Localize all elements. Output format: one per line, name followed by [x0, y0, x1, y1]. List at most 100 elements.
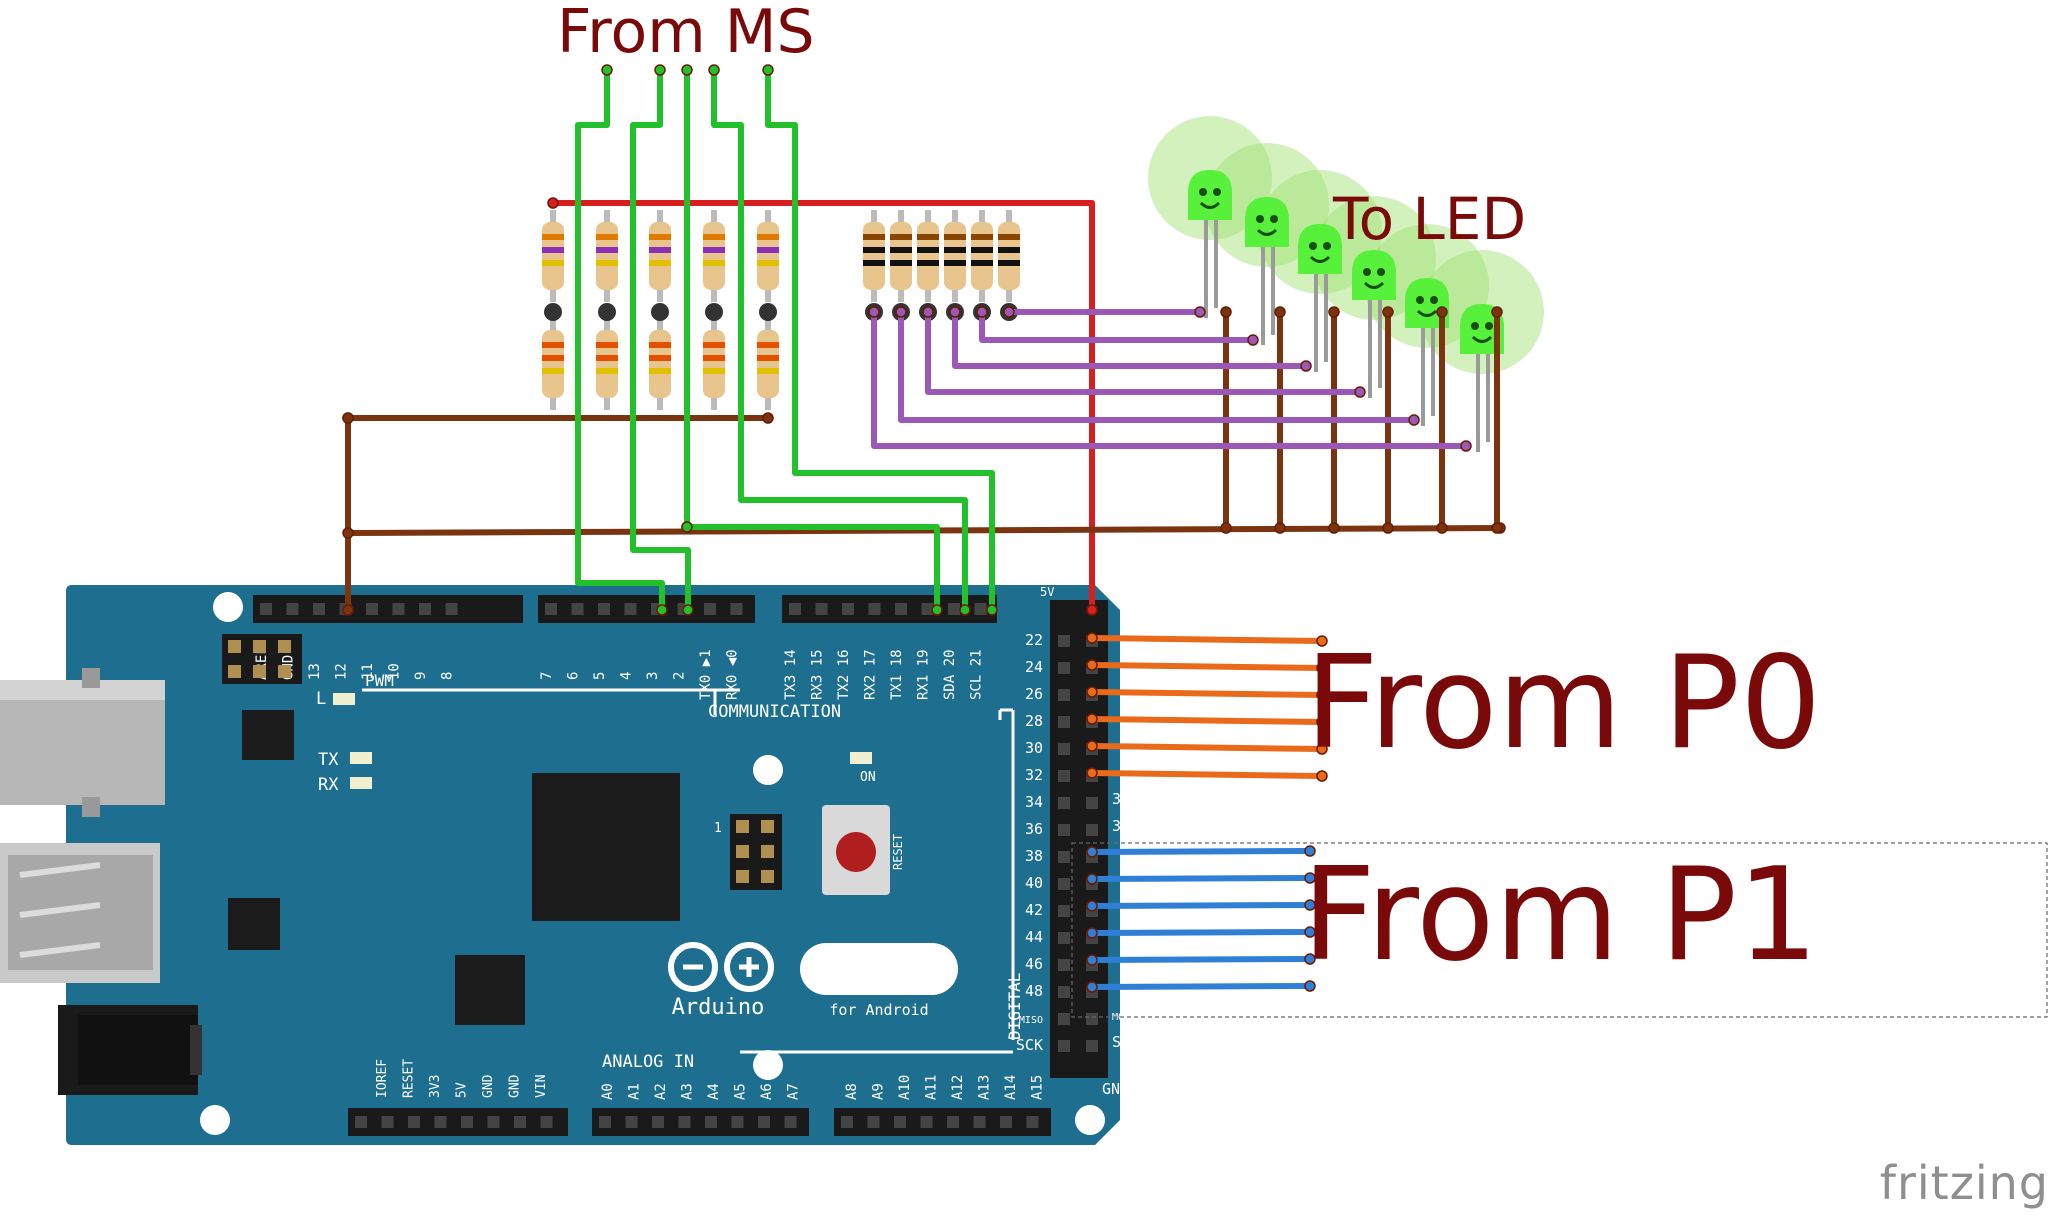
resistor-band — [890, 247, 912, 253]
pin-label: RX1 19 — [916, 649, 932, 700]
wire-end — [1086, 659, 1098, 671]
wire-end — [1382, 522, 1394, 534]
wire-end — [1300, 360, 1312, 372]
junction-node — [651, 303, 669, 321]
wire-end — [949, 306, 961, 318]
wire-end — [1316, 689, 1328, 701]
header-pin — [1026, 1116, 1039, 1128]
wire-end — [1354, 386, 1366, 398]
pin-label: TX2 16 — [836, 649, 852, 700]
resistor-band — [596, 247, 618, 253]
resistor-band — [703, 260, 725, 266]
digital-pin-label: SCK — [1016, 1036, 1043, 1054]
header-pin — [545, 603, 557, 615]
digital-pin-label: 22 — [1025, 631, 1043, 649]
pin-label: SCL 21 — [969, 649, 985, 700]
wire-p1 — [1091, 848, 1311, 855]
resistor-band — [917, 247, 939, 253]
reset-button[interactable] — [822, 805, 890, 895]
resistor-band — [917, 260, 939, 266]
resistor-band — [649, 247, 671, 253]
digital-pin-label: 46 — [1025, 955, 1043, 973]
wire-end — [1194, 306, 1206, 318]
wire-end — [682, 604, 694, 616]
gnd-label: GND — [1102, 1080, 1129, 1098]
wire-end — [1274, 522, 1286, 534]
from-p0-label: From P0 — [1305, 629, 1822, 778]
header-strip — [348, 1108, 568, 1136]
header-pin — [678, 1116, 691, 1128]
pin-label: 10 — [387, 663, 403, 680]
tx-label: TX — [318, 750, 339, 770]
mounting-hole — [200, 1105, 230, 1135]
wire-end — [656, 604, 668, 616]
digital-pin — [1058, 986, 1070, 998]
wire-gnd-bus — [347, 525, 1501, 536]
resistor-band — [649, 260, 671, 266]
led-leg — [1314, 274, 1328, 372]
resistor-band — [542, 342, 564, 348]
wire-ms-4 — [711, 70, 968, 610]
resistor-band — [703, 247, 725, 253]
junction-node — [598, 303, 616, 321]
wire-p1 — [1091, 875, 1311, 882]
pin-label: A14 — [1003, 1075, 1019, 1100]
wire-p0 — [1091, 689, 1323, 698]
rect — [649, 222, 671, 290]
pin-label: A3 — [680, 1083, 696, 1100]
resistor-band — [998, 260, 1020, 266]
resistor-band — [890, 234, 912, 240]
pin-label: A1 — [627, 1083, 643, 1100]
resistor-band — [757, 368, 779, 374]
header-pin — [408, 1116, 420, 1128]
header-pin — [920, 1116, 933, 1128]
digital-pin-label: SS — [1112, 1033, 1130, 1051]
digital-pin — [1058, 824, 1070, 836]
digital-pin-label: 34 — [1025, 793, 1043, 811]
digital-header — [1050, 600, 1108, 1078]
junction-node — [544, 303, 562, 321]
digital-pin-label: 36 — [1025, 820, 1043, 838]
l-led-indicator — [333, 693, 355, 705]
header-pin — [487, 1116, 500, 1128]
header-pin — [260, 603, 272, 615]
wire-led-signal — [871, 312, 1466, 449]
junction-node — [759, 303, 777, 321]
header-pin — [381, 1116, 394, 1128]
icsp-pin1-label: 1 — [714, 821, 722, 836]
pin-label: 4 — [619, 672, 635, 680]
wire-end — [1274, 306, 1286, 318]
resistor-band — [863, 234, 885, 240]
pin-label: TX0 ▶1 — [698, 649, 714, 700]
resistor-band — [542, 247, 564, 253]
wire-end — [1304, 953, 1316, 965]
digital-pin — [1058, 797, 1070, 809]
ic-chip — [242, 710, 294, 760]
mounting-hole — [213, 592, 243, 622]
rect — [917, 222, 939, 290]
digital-pin — [1086, 824, 1098, 836]
pin-label: 7 — [539, 672, 555, 680]
pin-label: 13 — [307, 663, 323, 680]
header-pin — [599, 1116, 611, 1128]
wire-end — [1086, 900, 1098, 912]
wire-end — [1316, 716, 1328, 728]
resistor-band — [649, 342, 671, 348]
pin-label: 3V3 — [428, 1075, 443, 1098]
wire-end — [1304, 845, 1316, 857]
resistor-band — [649, 355, 671, 361]
header-pin — [948, 603, 960, 615]
pin-label: RX2 17 — [863, 649, 879, 700]
wire-p1 — [1091, 929, 1311, 936]
wire-end — [708, 64, 720, 76]
pin-label: A12 — [950, 1075, 966, 1100]
wire-p1 — [1091, 983, 1311, 990]
wire-p1 — [1091, 956, 1311, 963]
header-pin — [445, 603, 458, 615]
wire-end — [1328, 306, 1340, 318]
pin-label: RX3 15 — [810, 649, 826, 700]
wire-end — [1382, 306, 1394, 318]
header-pin — [286, 603, 299, 615]
digital-pin — [1058, 635, 1070, 647]
resistor-band — [596, 368, 618, 374]
